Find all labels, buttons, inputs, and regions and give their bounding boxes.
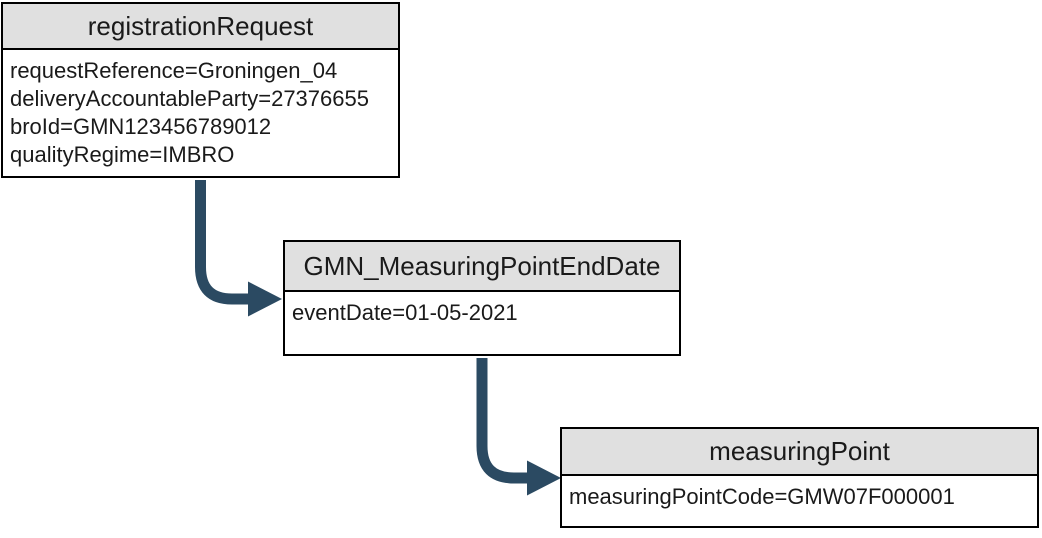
node-title: registrationRequest xyxy=(3,4,398,50)
node-measuring-point: measuringPoint measuringPointCode=GMW07F… xyxy=(560,427,1039,528)
node-registration-request: registrationRequest requestReference=Gro… xyxy=(1,2,400,178)
edge-registrationRequest-to-GMN_MeasuringPointEndDate xyxy=(195,180,282,317)
connector-arrowhead-icon xyxy=(527,460,561,496)
node-title: measuringPoint xyxy=(562,429,1037,476)
node-attributes: measuringPointCode=GMW07F000001 xyxy=(562,476,1037,526)
node-attribute: requestReference=Groningen_04 xyxy=(10,58,338,83)
node-attributes: eventDate=01-05-2021 xyxy=(285,292,679,354)
node-gmn-measuring-point-end-date: GMN_MeasuringPointEndDate eventDate=01-0… xyxy=(283,240,681,356)
node-attribute: deliveryAccountableParty=27376655 xyxy=(10,86,369,111)
connector-arrowhead-icon xyxy=(248,281,282,317)
connector-elbow-line xyxy=(476,358,528,484)
edge-GMN_MeasuringPointEndDate-to-measuringPoint xyxy=(476,358,561,496)
node-attribute: eventDate=01-05-2021 xyxy=(292,300,518,325)
node-attribute: qualityRegime=IMBRO xyxy=(10,142,235,167)
node-attribute: broId=GMN123456789012 xyxy=(10,114,272,139)
node-attribute: measuringPointCode=GMW07F000001 xyxy=(569,484,955,509)
connector-elbow-line xyxy=(195,180,249,305)
node-attributes: requestReference=Groningen_04 deliveryAc… xyxy=(3,50,398,176)
node-title: GMN_MeasuringPointEndDate xyxy=(285,242,679,292)
